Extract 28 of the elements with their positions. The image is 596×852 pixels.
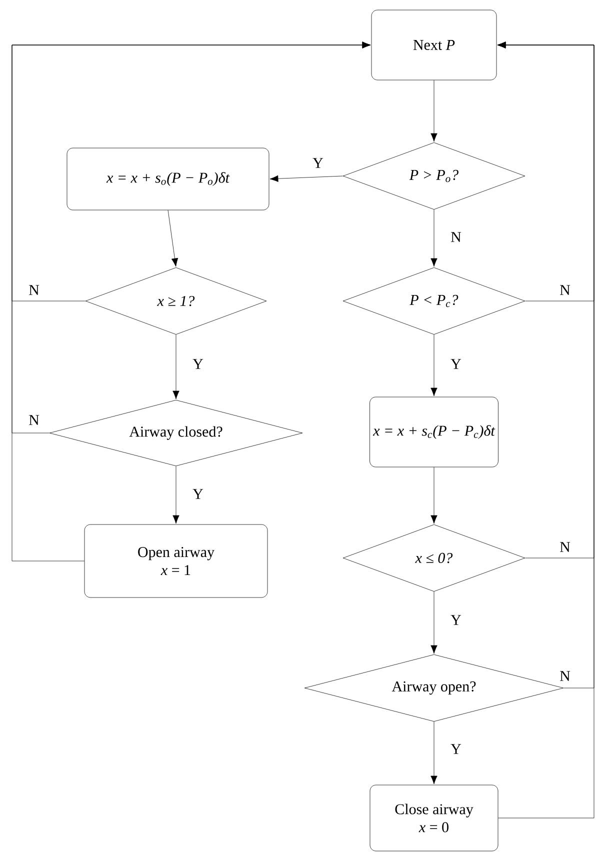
arrow [12,42,371,562]
arrow [172,466,180,524]
arrow [430,210,438,267]
arrow [430,80,438,142]
arrow [430,334,438,396]
arrow [430,592,438,654]
process-box: Open airway x = 1 [84,524,268,598]
arrow [172,334,180,400]
edge-label: Y [450,358,462,370]
edge-label: N [558,284,572,296]
arrow [497,42,594,818]
process-box: x = x + s$_{c}$(P − P$_{c}$)δt [370,396,498,468]
process-box: Next P [371,10,497,80]
edge-label: N [28,414,40,426]
arrow [430,467,438,524]
arrow [430,722,438,784]
edge-label: N [450,231,462,243]
edge-label: Y [312,157,324,169]
edge-label: Y [192,488,204,500]
process-box: Close airway x = 0 [370,784,498,852]
edge-label: N [558,541,572,553]
edge-label: N [28,284,40,296]
edge-label: Y [192,358,204,370]
edge-label: Y [450,614,462,626]
process-box: x = x + s$_{o}$(P − P$_{o}$)δt [66,148,270,210]
arrow [270,175,343,182]
arrow [168,210,178,267]
edge-label: Y [450,743,462,755]
